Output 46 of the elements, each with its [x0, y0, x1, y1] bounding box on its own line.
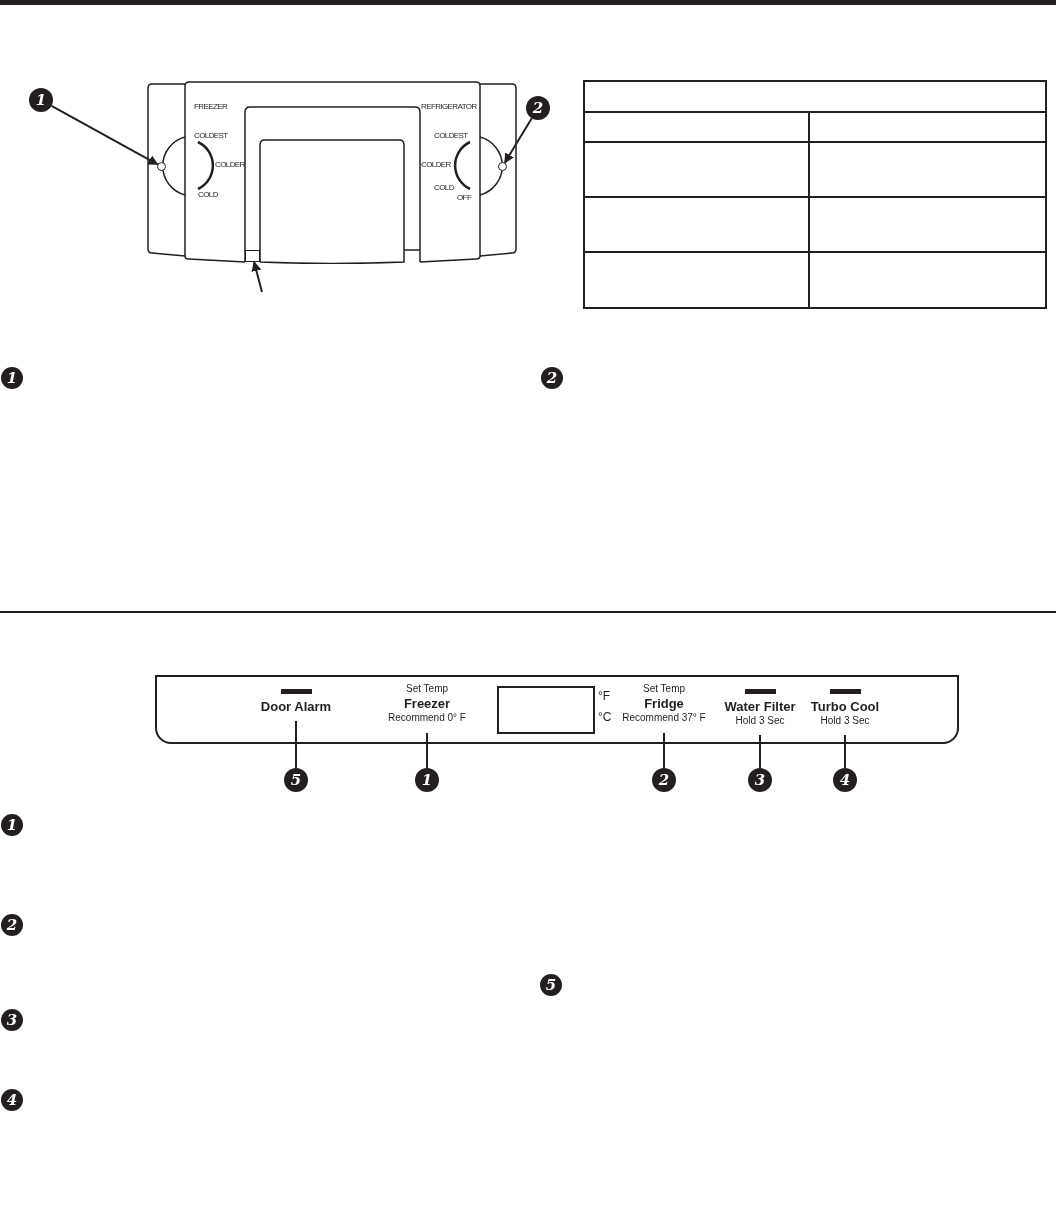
- leader-arrow: [503, 117, 533, 164]
- control-caption: Hold 3 Sec: [820, 715, 870, 728]
- leader-line: [295, 720, 297, 769]
- label-text: COLD: [198, 191, 218, 199]
- control-caption: Recommend 0° F: [388, 711, 466, 725]
- callout-number: 5: [284, 768, 308, 792]
- leader-line: [844, 734, 846, 769]
- callout-number: 3: [1, 1009, 23, 1031]
- dial-knob: [498, 162, 507, 171]
- unit-label: °F: [598, 690, 611, 702]
- control-caption: Set Temp: [405, 683, 449, 696]
- control-label: Door Alarm: [260, 699, 332, 716]
- control-caption: Set Temp: [642, 683, 686, 696]
- leader-arrow: [50, 104, 159, 166]
- callout-number: 4: [833, 768, 857, 792]
- leader-line: [663, 732, 665, 769]
- dial-knob: [157, 162, 166, 171]
- control-label: Freezer: [403, 695, 451, 712]
- label-text: COLDEST: [434, 132, 468, 140]
- leader-line: [759, 734, 761, 769]
- callout-number: 4: [1, 1089, 23, 1111]
- callout-number: 2: [541, 367, 563, 389]
- label-text: COLDEST: [194, 132, 228, 140]
- callout-number: 1: [29, 88, 53, 112]
- label-text: COLD: [434, 184, 454, 192]
- callout-number: 2: [652, 768, 676, 792]
- label-text: REFRIGERATOR: [421, 103, 477, 111]
- label-text: FREEZER: [194, 103, 228, 111]
- leader-arrow: [251, 261, 263, 293]
- callout-number: 1: [415, 768, 439, 792]
- leader-line: [426, 732, 428, 769]
- callout-number: 1: [1, 367, 23, 389]
- callout-number: 2: [526, 96, 550, 120]
- control-label: Fridge: [644, 695, 684, 712]
- unit-label: °C: [598, 711, 612, 723]
- control-caption: Hold 3 Sec: [735, 715, 785, 728]
- callout-number: 5: [540, 974, 562, 996]
- control-label: Turbo Cool: [810, 699, 880, 716]
- control-caption: Recommend 37° F: [622, 711, 706, 725]
- control-label: Water Filter: [724, 699, 796, 716]
- callout-number: 1: [1, 814, 23, 836]
- callout-number: 2: [1, 914, 23, 936]
- label-text: COLDER: [421, 161, 451, 169]
- dispenser-slot: [245, 250, 260, 262]
- label-text: OFF: [457, 194, 472, 202]
- callout-number: 3: [748, 768, 772, 792]
